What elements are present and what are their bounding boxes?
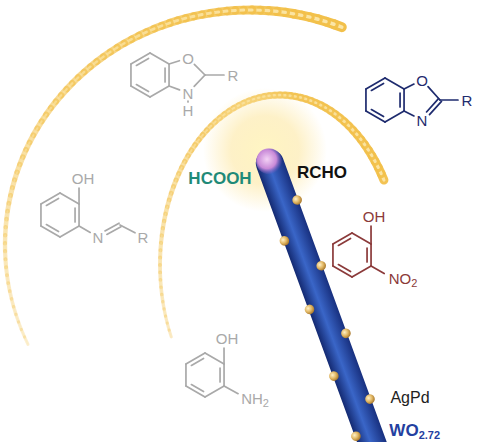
benzoxazole-ring-double [371,110,383,117]
atom-label: R [462,93,473,108]
alloy-particles [267,194,387,442]
alloy-particle [364,393,376,405]
benzoxazoline-bond [169,61,179,64]
atom-label: H [183,103,194,118]
outer-spiral [25,337,28,344]
nitrophenol-ring [370,244,372,266]
atom-label: OH [216,331,239,346]
nitrophenol-ring-double [338,238,350,245]
benzoxazoline-bond [205,74,224,76]
atom-label: O [182,51,194,66]
schiff-base-bond [78,188,80,204]
schiff-base-ring-double [74,208,76,222]
aminophenol-ring-double [191,358,203,365]
aminophenol-ring-double [191,385,203,392]
aminophenol-ring [223,364,225,386]
atom-label: NH [241,391,263,406]
benzoxazoline-ring [168,64,170,86]
schiff-base-ring-double [46,225,58,232]
benzoxazole-ring [403,89,405,111]
atom-label: N [417,113,428,128]
schiff-base-ring [60,193,79,204]
subscript: 2.72 [419,430,440,441]
inner-spiral [169,330,171,337]
atom-label: OH [363,209,386,224]
nitrophenol-ring [332,244,334,266]
alloy-particle [328,370,340,382]
atom-label: R [228,68,239,83]
nanowire-body [252,145,392,442]
alloy-particle [350,430,362,442]
outer-spiral-highlight [25,337,28,344]
benzoxazole-ring [365,89,367,111]
benzoxazoline-bond [194,64,205,75]
nitrophenol-bond [370,226,372,244]
support-label: WO [389,422,418,439]
atom-label: OH [72,171,95,186]
aminophenol-ring [205,386,224,397]
schiff-base-bond [79,226,90,232]
schiff-base-double-bond [105,223,119,231]
benzoxazole-ring [385,111,404,122]
benzoxazoline-ring [130,64,132,86]
nitrophenol-ring [352,233,371,244]
benzoxazole-bond [404,111,414,116]
alloy-particle [340,327,352,339]
atom-label: NO [389,271,412,286]
aminophenol-ring [205,353,224,364]
benzoxazole-bond [440,99,458,101]
schiff-base-ring [60,226,79,237]
benzoxazole-ring-double [399,93,401,107]
aminophenol-ring [185,364,187,386]
schiff-base-bond [120,225,135,233]
tip-glow [203,88,327,212]
schiff-base-ring [78,204,80,226]
alloy-particle [315,260,327,272]
aminophenol-bond [224,386,238,394]
benzoxazoline-ring [150,86,169,97]
molecule-bonds [41,53,458,397]
benzoxazole-ring [385,78,404,89]
inner-spiral-highlight [169,330,171,337]
benzoxazole-double-bond [427,99,439,112]
benzoxazoline-ring [150,53,169,64]
benzoxazole-bond [404,84,414,89]
schiff-base-ring [40,204,42,226]
subscript: 2 [411,278,417,289]
alloy-particle [291,194,303,206]
nanowire-tip [252,145,285,178]
schiff-base-ring-double [46,198,58,205]
atom-label: O [416,73,428,88]
benzoxazoline-ring-double [136,58,148,65]
reagent-label: RCHO [297,164,347,181]
nanowire [248,143,395,442]
nitrophenol-bond [371,266,384,274]
catalyst-label: AgPd [390,390,429,406]
atom-label: R [138,230,149,245]
atom-label: N [183,86,194,101]
atom-label: N [93,230,104,245]
nitrophenol-ring-double [338,265,350,272]
reagent-label: HCOOH [188,170,251,187]
nitrophenol-ring [352,266,371,277]
benzoxazole-double-bond [430,101,442,114]
nitrophenol-ring-double [366,248,368,262]
alloy-particle [303,303,315,315]
benzoxazoline-ring-double [164,68,166,82]
benzoxazoline-bond [169,86,180,90]
benzoxazoline-ring-double [136,85,148,92]
benzoxazoline-bond [194,75,205,86]
subscript: 2 [263,398,269,409]
alloy-particle [278,235,290,247]
benzoxazole-ring-double [371,83,383,90]
aminophenol-bond [223,348,225,364]
aminophenol-ring-double [219,368,221,382]
